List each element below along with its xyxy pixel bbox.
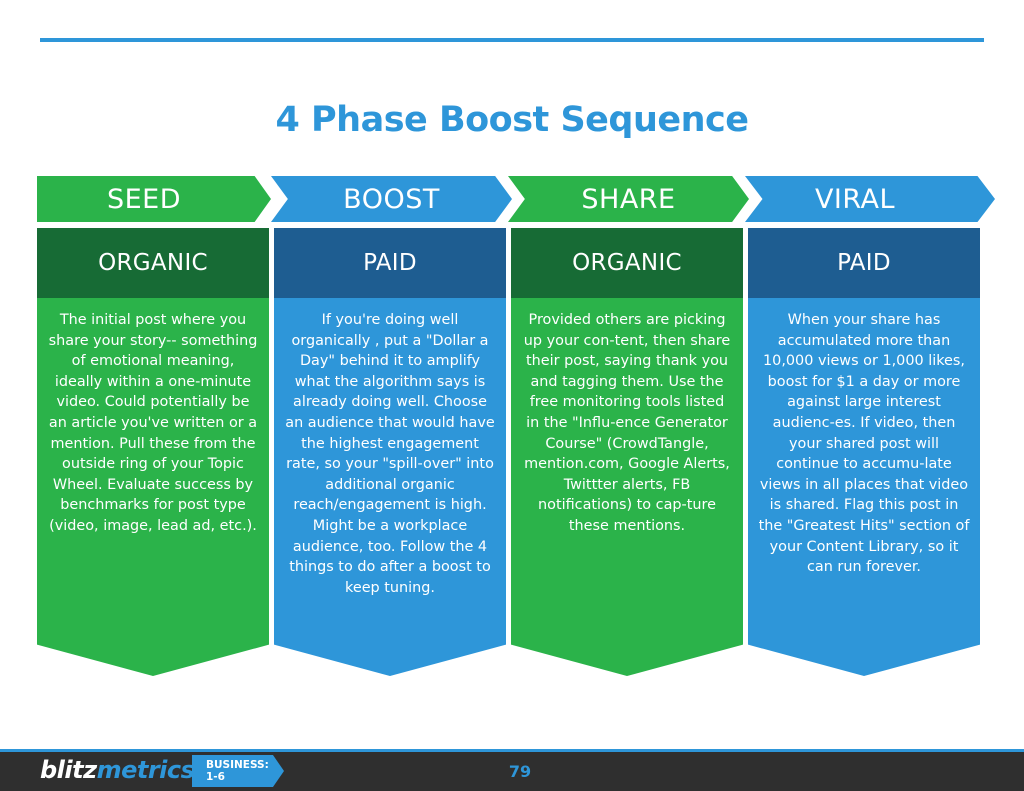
phase-type-label: ORGANIC <box>511 228 743 298</box>
phase-header-share: SHARE <box>508 176 749 222</box>
phase-description: Provided others are picking up your con-… <box>523 312 731 534</box>
footer-rule <box>0 749 1024 752</box>
phase-type-label: PAID <box>748 228 980 298</box>
phase-header-viral: VIRAL <box>745 176 995 222</box>
blitzmetrics-logo: blitzmetrics <box>40 756 195 784</box>
phase-description: When your share has accumulated more tha… <box>758 312 970 576</box>
phase-type-label: PAID <box>274 228 506 298</box>
phase-header-boost: BOOST <box>271 176 512 222</box>
phase-column-boost: PAID If you're doing well organically , … <box>274 228 506 676</box>
phase-type-label: ORGANIC <box>37 228 269 298</box>
phase-description: If you're doing well organically , put a… <box>285 312 495 596</box>
phase-name: VIRAL <box>814 183 896 215</box>
phase-name: SHARE <box>581 183 676 215</box>
phase-header-seed: SEED <box>37 176 271 222</box>
phase-description: The initial post where you share your st… <box>48 312 258 534</box>
page-number: 79 <box>508 762 532 781</box>
page-title: 4 Phase Boost Sequence <box>275 100 749 140</box>
top-rule <box>40 38 984 42</box>
phase-name: SEED <box>106 183 182 215</box>
logo-text-accent: metrics <box>96 756 195 784</box>
phase-column-seed: ORGANIC The initial post where you share… <box>37 228 269 676</box>
phase-name: BOOST <box>343 183 440 215</box>
logo-text-main: blitz <box>40 756 97 784</box>
footer-bar <box>0 749 1024 791</box>
phase-column-viral: PAID When your share has accumulated mor… <box>748 228 980 676</box>
section-tag: BUSINESS: 1-6 <box>192 755 284 787</box>
phase-column-share: ORGANIC Provided others are picking up y… <box>511 228 743 676</box>
